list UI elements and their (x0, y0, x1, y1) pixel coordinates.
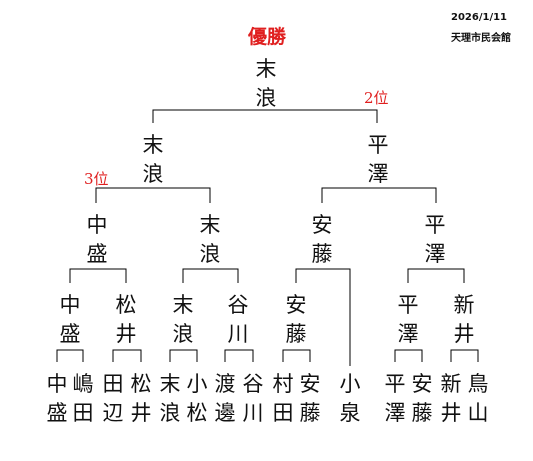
entrant-name: 嶋田 (72, 372, 94, 425)
bracket-connector-qf-2 (182, 268, 239, 283)
tournament-venue: 天理市民会館 (451, 33, 511, 44)
entrant-name: 安藤 (299, 372, 321, 425)
entrant-name: 村田 (272, 372, 294, 425)
entrant-name: 末浪 (159, 372, 181, 425)
bracket-connector-r2-6 (394, 349, 423, 362)
entrant-name: 田辺 (102, 372, 124, 425)
entrant-name: 中盛 (46, 372, 68, 425)
bracket-connector-final (152, 109, 378, 123)
third-place-label: 3位 (84, 170, 109, 188)
bracket-connector-r2-3 (169, 349, 198, 362)
round2-winner: 平澤 (397, 293, 419, 346)
second-place-label: 2位 (364, 89, 389, 107)
semifinal-winner-left: 末浪 (142, 133, 164, 186)
bracket-connector-r2-4 (224, 349, 254, 362)
round2-winner: 新井 (453, 293, 475, 346)
quarterfinal-winner: 末浪 (199, 213, 221, 266)
entrant-name: 安藤 (411, 372, 433, 425)
bracket-connector-r2-5 (282, 349, 311, 362)
round2-winner: 末浪 (172, 293, 194, 346)
entrant-name: 谷川 (242, 372, 264, 425)
bracket-connector-qf-1 (69, 268, 127, 283)
entrant-name: 鳥山 (467, 372, 489, 425)
round2-winner: 谷川 (227, 293, 249, 346)
bracket-connector-r2-2 (112, 349, 142, 362)
quarterfinal-winner: 安藤 (311, 213, 333, 266)
tournament-date: 2026/1/11 (451, 12, 508, 23)
entrant-name: 新井 (440, 372, 462, 425)
champion-label: 優勝 (248, 26, 287, 48)
bracket-connector-qf-4 (407, 268, 465, 283)
entrant-name: 平澤 (384, 372, 406, 425)
quarterfinal-winner: 平澤 (424, 213, 446, 266)
quarterfinal-winner: 中盛 (86, 213, 108, 266)
bracket-connector-r2-7 (450, 349, 479, 362)
bracket-connector-semi-right (321, 187, 437, 203)
bracket-connector-semi-left (95, 187, 211, 203)
entrant-name: 小松 (186, 372, 208, 425)
round2-winner: 松井 (115, 293, 137, 346)
semifinal-winner-right: 平澤 (367, 133, 389, 186)
entrant-name: 松井 (130, 372, 152, 425)
champion-name: 末浪 (255, 57, 277, 110)
bracket-connector-r2-1 (56, 349, 84, 362)
entrant-name: 小泉 (339, 372, 361, 425)
round2-winner: 安藤 (285, 293, 307, 346)
entrant-name: 渡邊 (214, 372, 236, 425)
round2-winner: 中盛 (59, 293, 81, 346)
bracket-connector-qf-3 (295, 268, 351, 366)
